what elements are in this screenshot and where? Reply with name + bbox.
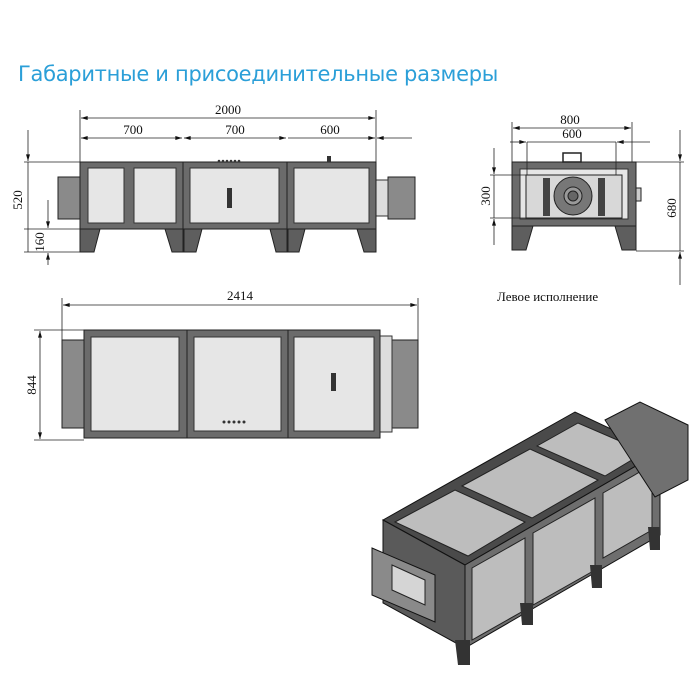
page-title: Габаритные и присоединительные размеры (18, 62, 498, 86)
dim-section-2: 700 (225, 122, 245, 137)
dim-opening-height: 300 (478, 186, 493, 206)
top-view: 2414 844 (24, 288, 419, 441)
dim-height: 520 (10, 190, 25, 210)
isometric-view (371, 401, 689, 665)
dim-overall-length: 2000 (215, 102, 241, 117)
side-view: 800 600 300 680 (478, 112, 684, 285)
dim-inner-width: 600 (562, 126, 582, 141)
dim-depth: 844 (24, 375, 39, 395)
dim-total-height: 680 (664, 198, 679, 218)
side-view-caption: Левое исполнение (497, 289, 599, 304)
dim-section-3: 600 (320, 122, 340, 137)
dim-section-1: 700 (123, 122, 143, 137)
dim-outer-width: 800 (560, 112, 580, 127)
dim-leg-height: 160 (32, 232, 47, 252)
front-view: 2000 700 700 600 520 160 (10, 102, 416, 265)
dim-total-length: 2414 (227, 288, 254, 303)
